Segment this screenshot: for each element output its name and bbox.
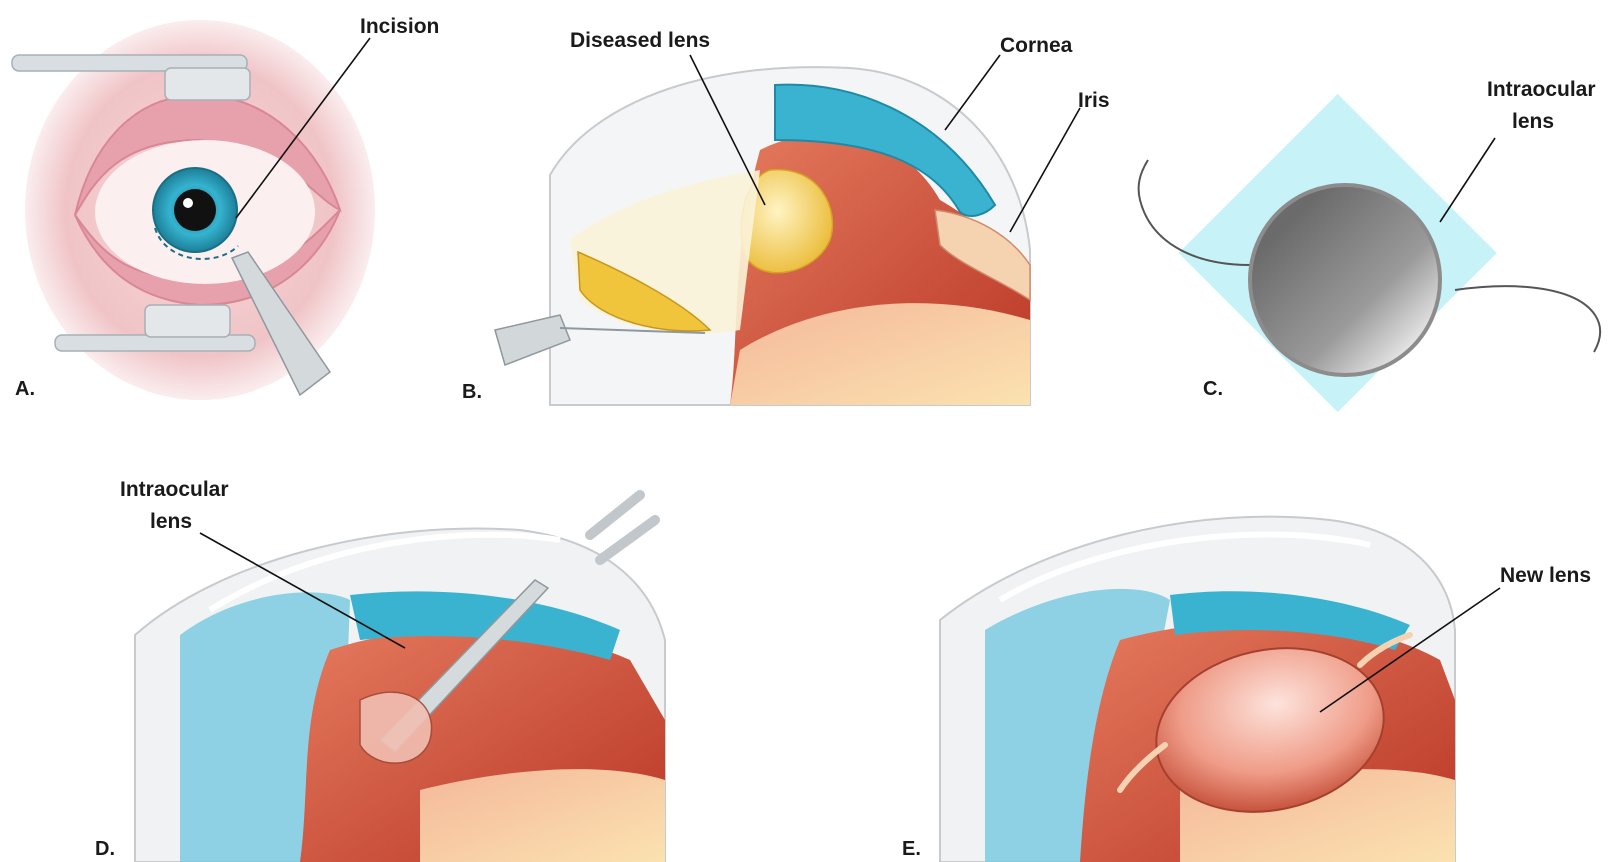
panel-b: Diseased lens Cornea Iris B.	[462, 29, 1110, 405]
iol-c-leader	[1440, 138, 1495, 222]
iris-label: Iris	[1078, 89, 1110, 112]
panel-d-letter: D.	[95, 838, 115, 860]
panel-a-letter: A.	[15, 378, 35, 400]
iol-optic	[1250, 185, 1440, 375]
pupil	[174, 189, 216, 231]
speculum-upper-clip	[165, 68, 250, 100]
panel-c: Intraocular lens C.	[1139, 78, 1601, 412]
iol-d-label-line2: lens	[150, 510, 192, 533]
forceps-d1	[590, 495, 640, 535]
incision-label: Incision	[360, 15, 439, 38]
panel-d: Intraocular lens D.	[95, 478, 665, 862]
panel-c-letter: C.	[1203, 378, 1223, 400]
new-lens-label: New lens	[1500, 564, 1591, 587]
iol-c-label-line2: lens	[1512, 110, 1554, 133]
tissue-peach-d	[420, 769, 665, 862]
iol-c-label-line1: Intraocular	[1487, 78, 1596, 101]
cornea-leader	[945, 55, 1000, 130]
panel-e: New lens E.	[902, 517, 1591, 862]
pupil-highlight	[183, 198, 193, 208]
iol-d-label-line1: Intraocular	[120, 478, 229, 501]
folded-iol-d	[360, 692, 432, 763]
diseased-lens-label: Diseased lens	[570, 29, 710, 52]
iris-leader	[1010, 108, 1080, 232]
iol-haptic-right	[1455, 286, 1600, 352]
panel-b-letter: B.	[462, 381, 482, 403]
panel-e-letter: E.	[902, 838, 921, 860]
panel-a: Incision A.	[12, 15, 439, 400]
cornea-label: Cornea	[1000, 34, 1073, 57]
speculum-lower-clip	[145, 305, 230, 337]
